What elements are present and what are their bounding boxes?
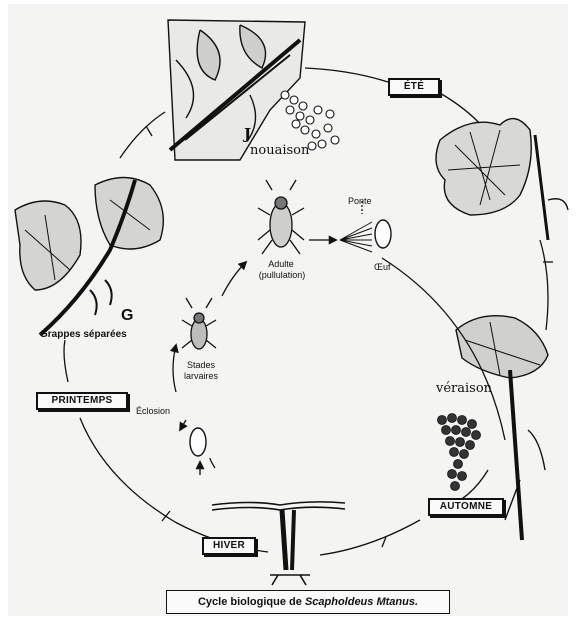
season-label-hiver: HIVER: [202, 537, 256, 555]
label-oeuf: Œuf: [374, 262, 391, 272]
label-ponte: Ponte: [348, 196, 372, 206]
stage-label-nouaison: nouaison: [250, 144, 309, 158]
figure-caption: Cycle biologique de Scapholdeus Mtanus.: [166, 590, 450, 614]
season-label-printemps: PRINTEMPS: [36, 392, 128, 410]
label-eclosion: Éclosion: [128, 406, 178, 416]
label-pullulation: (pullulation): [252, 270, 312, 280]
season-label-ete: ÉTÉ: [388, 78, 440, 96]
caption-species: Scapholdeus Mtanus.: [305, 596, 418, 608]
egg-icon: [375, 220, 391, 248]
label-larvaires: larvaires: [180, 371, 222, 381]
grape-cluster-icon: [438, 414, 481, 491]
insect-cycle-arrows: [173, 201, 505, 480]
season-label-automne: AUTOMNE: [428, 498, 504, 516]
vine-grappes-separees-illustration: [15, 178, 163, 336]
label-adulte: Adulte: [264, 259, 298, 269]
stage-label-veraison: véraison: [436, 382, 492, 396]
grape-cluster-icon: [281, 91, 339, 150]
label-stades: Stades: [184, 360, 218, 370]
vine-leaf-icon: [436, 119, 568, 240]
caption-prefix: Cycle biologique de: [198, 596, 305, 608]
leafhopper-adult-icon: [258, 180, 304, 254]
stage-letter-j: J: [244, 126, 251, 142]
stage-label-grappes-separees: Grappes séparées: [40, 330, 127, 340]
egg-laying-icon: [340, 222, 372, 252]
stage-letter-g: G: [121, 307, 133, 325]
leafhopper-larva-icon: [182, 298, 216, 349]
egg-icon: [190, 428, 206, 456]
vine-nouaison-illustration: [168, 20, 305, 160]
